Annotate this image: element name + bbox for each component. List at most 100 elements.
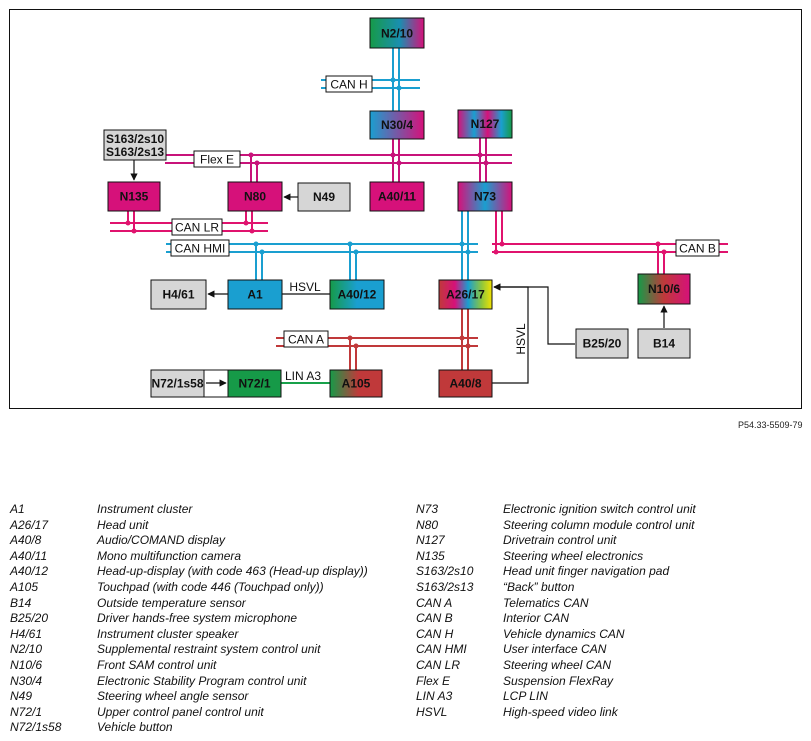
legend-code: S163/2s13 xyxy=(416,579,474,594)
legend-description: Upper control panel control unit xyxy=(97,704,264,719)
legend-row: CAN H Vehicle dynamics CAN xyxy=(416,627,806,643)
svg-text:S163/2s10: S163/2s10 xyxy=(106,132,164,146)
svg-text:B25/20: B25/20 xyxy=(583,337,622,351)
legend-description: LCP LIN xyxy=(503,689,548,704)
legend-code: A40/12 xyxy=(10,564,49,579)
svg-text:CAN B: CAN B xyxy=(679,242,716,256)
legend-code: N80 xyxy=(416,517,439,532)
bus-label-can-a: CAN A xyxy=(283,330,329,348)
legend-code: A26/17 xyxy=(10,517,49,532)
legend-row: CAN LR Steering wheel CAN xyxy=(416,658,806,674)
svg-text:H4/61: H4/61 xyxy=(162,288,194,302)
legend-description: Steering wheel angle sensor xyxy=(97,689,249,704)
node-a40-11: A40/11 xyxy=(369,181,425,212)
legend-description: Head-up-display (with code 463 (Head-up … xyxy=(97,564,368,579)
svg-text:Flex E: Flex E xyxy=(200,153,234,167)
legend-code: CAN LR xyxy=(416,657,461,672)
svg-text:N2/10: N2/10 xyxy=(381,27,413,41)
svg-text:N30/4: N30/4 xyxy=(381,118,413,132)
legend-description: Head unit xyxy=(97,517,149,532)
legend-code: N127 xyxy=(416,533,445,548)
legend-description: Front SAM control unit xyxy=(97,657,217,672)
node-h4-61: H4/61 xyxy=(150,279,207,310)
svg-text:S163/2s13: S163/2s13 xyxy=(106,145,164,159)
legend-code: A40/8 xyxy=(10,533,42,548)
legend-description: Driver hands-free system microphone xyxy=(97,611,298,626)
node-n127: N127 xyxy=(457,109,513,139)
legend-code: N72/1s58 xyxy=(10,720,62,735)
legend-description: Electronic Stability Program control uni… xyxy=(97,673,307,688)
svg-text:A40/12: A40/12 xyxy=(338,288,377,302)
svg-text:CAN LR: CAN LR xyxy=(175,221,219,235)
svg-text:CAN HMI: CAN HMI xyxy=(175,242,226,256)
legend-description: Touchpad (with code 446 (Touchpad only)) xyxy=(97,579,324,594)
bus-label-can-b: CAN B xyxy=(675,239,720,257)
node-b14: B14 xyxy=(637,328,691,359)
legend-code: N72/1 xyxy=(10,704,43,719)
legend-description: Instrument cluster xyxy=(97,502,193,516)
legend-description: High-speed video link xyxy=(503,704,618,719)
legend-description: Steering column module control unit xyxy=(503,517,695,532)
svg-text:N73: N73 xyxy=(474,190,496,204)
bus-label-can-lr: CAN LR xyxy=(171,218,223,236)
bus-label-can-hmi: CAN HMI xyxy=(170,239,230,257)
legend-description: Supplemental restraint system control un… xyxy=(97,642,321,657)
bus-label-hsvl-top: HSVL xyxy=(289,280,321,294)
node-n2-10: N2/10 xyxy=(369,17,425,49)
figure-reference: P54.33-5509-79 xyxy=(738,420,803,430)
legend-code: CAN HMI xyxy=(416,642,467,657)
legend-description: Mono multifunction camera xyxy=(97,548,242,563)
legend-description: “Back” button xyxy=(503,579,575,594)
node-a40-8: A40/8 xyxy=(438,369,493,398)
legend-code: B14 xyxy=(10,595,32,610)
legend-row: A1 Instrument cluster xyxy=(10,502,410,518)
node-n49: N49 xyxy=(297,182,351,212)
legend-code: CAN B xyxy=(416,611,453,626)
legend-code: N49 xyxy=(10,689,33,704)
legend-row: LIN A3 LCP LIN xyxy=(416,689,806,705)
node-a1: A1 xyxy=(227,279,283,310)
svg-text:N72/1: N72/1 xyxy=(238,377,270,391)
legend-row: CAN HMI User interface CAN xyxy=(416,642,806,658)
legend-code: CAN H xyxy=(416,626,454,641)
svg-text:A40/8: A40/8 xyxy=(449,377,481,391)
svg-text:A26/17: A26/17 xyxy=(446,288,485,302)
node-a40-12: A40/12 xyxy=(329,279,385,310)
legend-row: A40/12 Head-up-display (with code 463 (He… xyxy=(10,564,410,580)
svg-text:N135: N135 xyxy=(120,190,149,204)
legend-row: B14 Outside temperature sensor xyxy=(10,596,410,612)
legend-description: Telematics CAN xyxy=(503,595,589,610)
svg-text:B14: B14 xyxy=(653,337,675,351)
legend-description: Instrument cluster speaker xyxy=(97,626,239,641)
legend-code: A1 xyxy=(10,502,25,516)
legend-code: N135 xyxy=(416,548,445,563)
legend-code: N10/6 xyxy=(10,657,43,672)
svg-text:N127: N127 xyxy=(471,117,500,131)
legend-row: N72/1 Upper control panel control unit xyxy=(10,705,410,721)
legend-description: Steering wheel CAN xyxy=(503,657,612,672)
legend-description: Suspension FlexRay xyxy=(503,673,614,688)
legend-code: LIN A3 xyxy=(416,689,453,704)
legend-code: N30/4 xyxy=(10,673,43,688)
legend-code: S163/2s10 xyxy=(416,564,474,579)
legend-description: Outside temperature sensor xyxy=(97,595,246,610)
svg-text:CAN H: CAN H xyxy=(330,78,367,92)
node-s163: S163/2s10 S163/2s13 xyxy=(103,129,167,161)
svg-text:A40/11: A40/11 xyxy=(378,190,416,204)
legend-row: N80 Steering column module control unit xyxy=(416,518,806,534)
bus-label-can-h: CAN H xyxy=(325,75,373,93)
legend-description: Vehicle dynamics CAN xyxy=(503,626,625,641)
legend-description: User interface CAN xyxy=(503,642,607,657)
legend-code: H4/61 xyxy=(10,626,43,641)
legend-code: HSVL xyxy=(416,704,448,719)
legend-code: B25/20 xyxy=(10,611,49,626)
